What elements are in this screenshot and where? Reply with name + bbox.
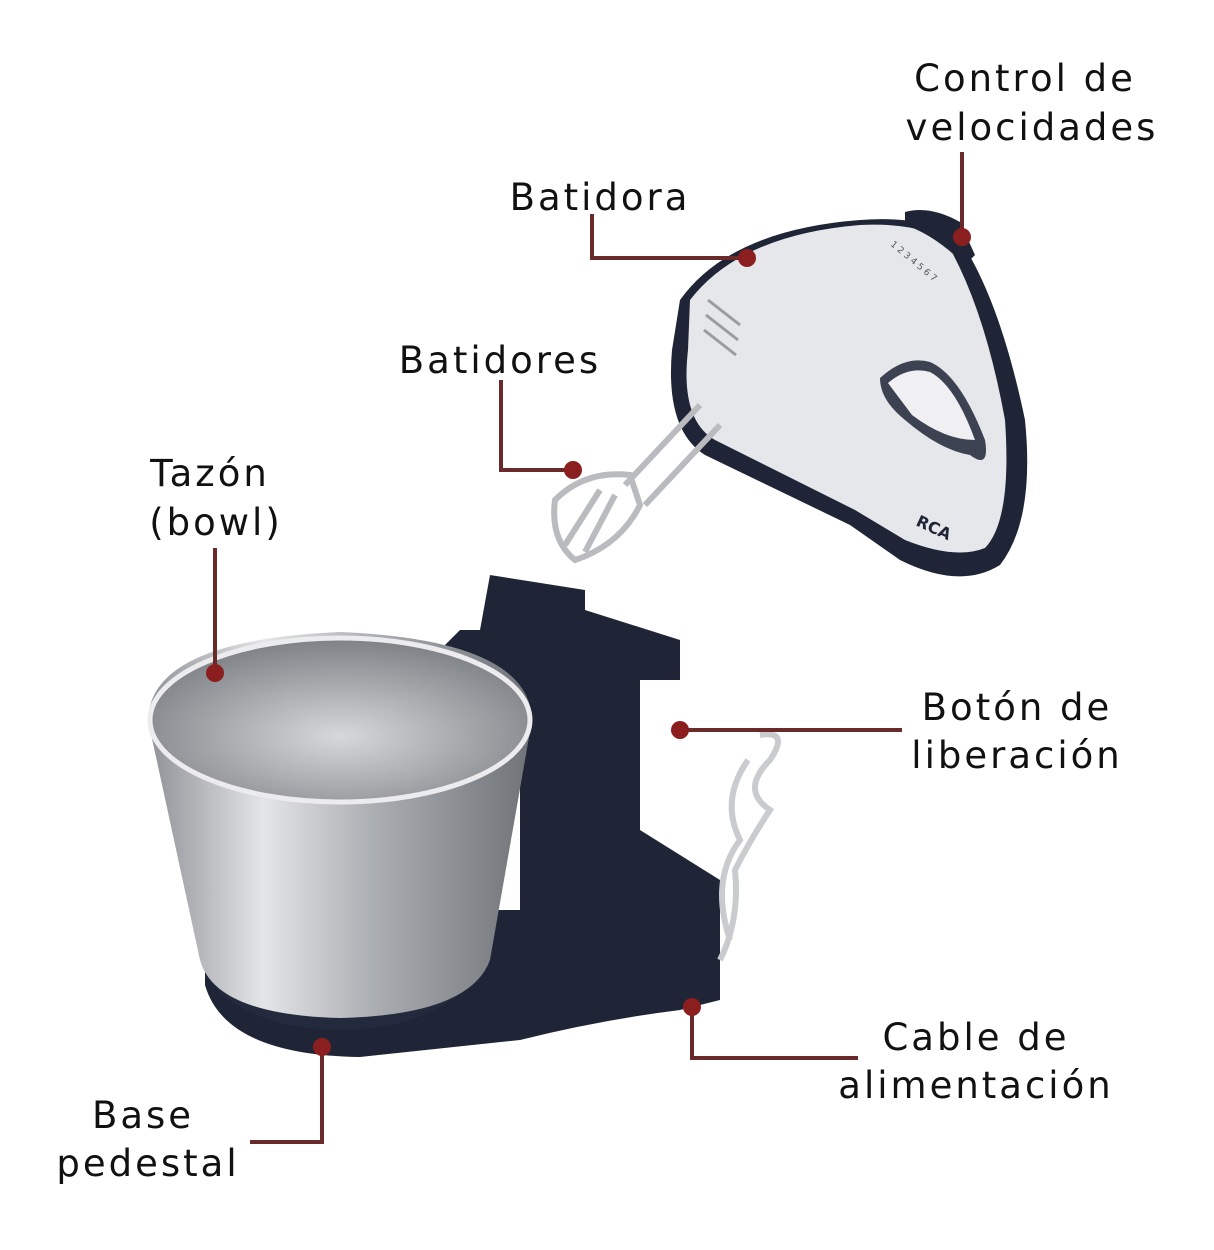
label-base-1: Base bbox=[92, 1094, 194, 1137]
label-beaters: Batidores bbox=[399, 339, 601, 382]
leader-speed-control bbox=[953, 152, 971, 246]
label-power-cord-2: alimentación bbox=[838, 1064, 1113, 1107]
label-bowl-2: (bowl) bbox=[149, 501, 283, 544]
leader-base bbox=[250, 1038, 331, 1144]
label-release-button-1: Botón de bbox=[922, 686, 1113, 729]
label-mixer: Batidora bbox=[510, 176, 691, 219]
leader-power-cord bbox=[683, 998, 858, 1060]
hand-mixer: RCA 1 2 3 4 5 6 7 bbox=[670, 209, 1028, 577]
leader-beaters bbox=[499, 380, 582, 479]
beaters bbox=[551, 402, 723, 564]
label-speed-control-2: velocidades bbox=[906, 106, 1159, 149]
bowl bbox=[147, 632, 533, 1018]
label-release-button-2: liberación bbox=[911, 734, 1122, 777]
dough-hooks bbox=[717, 731, 781, 962]
label-bowl-1: Tazón bbox=[149, 452, 270, 495]
leader-bowl bbox=[206, 548, 224, 682]
label-power-cord-1: Cable de bbox=[882, 1016, 1069, 1059]
label-base-2: pedestal bbox=[56, 1142, 239, 1185]
leader-release-button bbox=[671, 721, 902, 739]
leader-mixer bbox=[590, 214, 756, 267]
label-speed-control-1: Control de bbox=[914, 57, 1136, 100]
